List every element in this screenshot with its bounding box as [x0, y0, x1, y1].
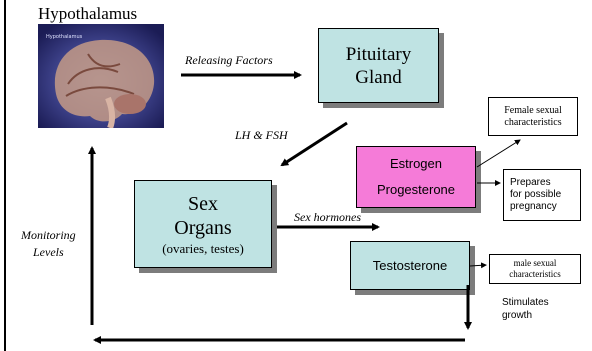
female-note-pointer	[477, 140, 520, 167]
male-note-pointer	[470, 265, 486, 266]
lh-fsh-arrow	[282, 123, 347, 165]
